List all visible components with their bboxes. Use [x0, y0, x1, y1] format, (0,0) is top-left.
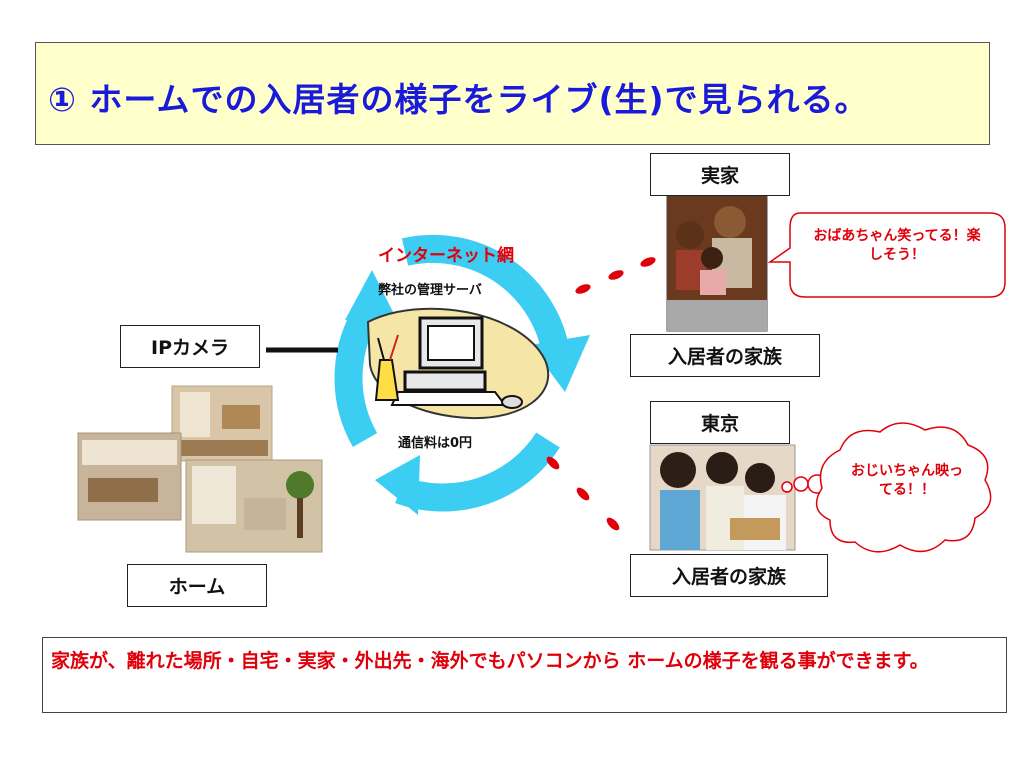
place-label-top: 実家: [650, 153, 790, 196]
fee-label: 通信料は0円: [398, 436, 473, 451]
slide-title: ① ホームでの入居者の様子をライブ(生)で見られる。: [48, 80, 869, 119]
connection-dots-top: [575, 257, 656, 294]
home-label: ホーム: [127, 564, 267, 607]
speech-bubble: [767, 212, 1006, 298]
cycle-arrow-bottom: [395, 432, 560, 512]
connection-dots-bottom: [546, 456, 620, 531]
family-label-bottom: 入居者の家族: [630, 554, 828, 597]
footer-note: 家族が、離れた場所・自宅・実家・外出先・海外でもパソコンから ホームの様子を観る…: [42, 637, 1007, 713]
home-photo-middle: [77, 432, 182, 521]
thought-bubble-text: おじいちゃん映ってる！！: [851, 463, 963, 498]
place-label-bottom: 東京: [650, 401, 790, 444]
cycle-arrowhead-left: [345, 270, 398, 322]
camera-label: IPカメラ: [120, 325, 260, 368]
home-photo-bottom: [185, 459, 323, 553]
thought-bubble: [781, 422, 992, 553]
cycle-arrowhead-bottom: [375, 455, 420, 515]
computer-icon: [366, 307, 550, 420]
home-photo-top: [171, 385, 273, 462]
title-banner: ① ホームでの入居者の様子をライブ(生)で見られる。: [35, 42, 990, 145]
internet-label: インターネット網: [378, 246, 514, 266]
cycle-arrows: [334, 234, 590, 515]
cycle-arrow-right: [401, 234, 571, 362]
family-photo-bottom: [649, 444, 796, 551]
cycle-arrowhead-right: [530, 335, 590, 392]
family-photo-top: [666, 195, 768, 332]
speech-bubble-text: おばあちゃん笑ってる！楽しそう！: [813, 228, 981, 263]
footer-text: 家族が、離れた場所・自宅・実家・外出先・海外でもパソコンから ホームの様子を観る…: [51, 650, 929, 672]
server-label: 弊社の管理サーバ: [378, 283, 482, 298]
family-label-top: 入居者の家族: [630, 334, 820, 377]
